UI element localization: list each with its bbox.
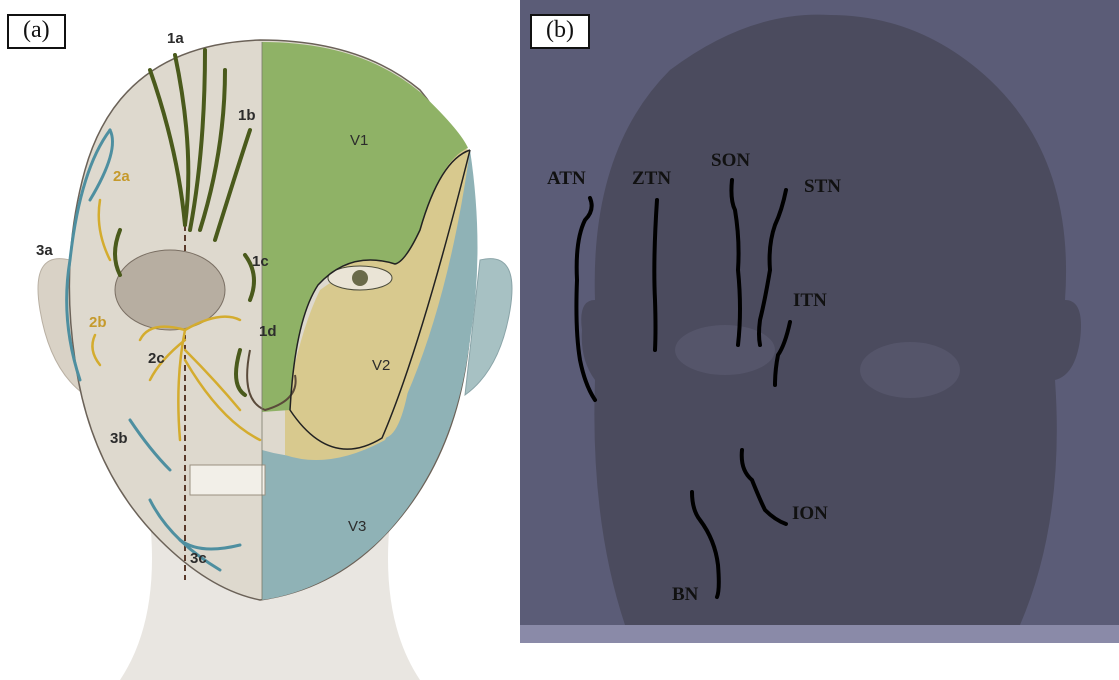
scan-nerve-traces <box>520 0 1119 643</box>
label-1c: 1c <box>252 253 269 270</box>
label-3b: 3b <box>110 430 128 447</box>
label-2c: 2c <box>148 350 165 367</box>
label-bn: BN <box>672 584 698 606</box>
panel-a-tag: (a) <box>7 14 66 49</box>
label-v1: V1 <box>350 132 368 149</box>
label-2a: 2a <box>113 168 130 185</box>
label-son: SON <box>711 150 750 172</box>
panel-a-anatomy-illustration: (a) 1a 1b 1c 1d 2a 2b 2c 3a 3b 3c V1 V2 … <box>0 0 520 680</box>
label-1d: 1d <box>259 323 277 340</box>
label-1b: 1b <box>238 107 256 124</box>
face-nerve-diagram <box>0 0 520 680</box>
label-1a: 1a <box>167 30 184 47</box>
label-stn: STN <box>804 176 841 198</box>
label-3c: 3c <box>190 550 207 567</box>
label-v3: V3 <box>348 518 366 535</box>
label-v2: V2 <box>372 357 390 374</box>
label-atn: ATN <box>547 168 586 190</box>
label-2b: 2b <box>89 314 107 331</box>
label-3a: 3a <box>36 242 53 259</box>
label-ztn: ZTN <box>632 168 671 190</box>
panel-b-tag: (b) <box>530 14 590 49</box>
label-ion: ION <box>792 503 828 525</box>
label-itn: ITN <box>793 290 827 312</box>
panel-b-scan-image: (b) ATN ZTN SON STN ITN ION BN <box>520 0 1119 643</box>
